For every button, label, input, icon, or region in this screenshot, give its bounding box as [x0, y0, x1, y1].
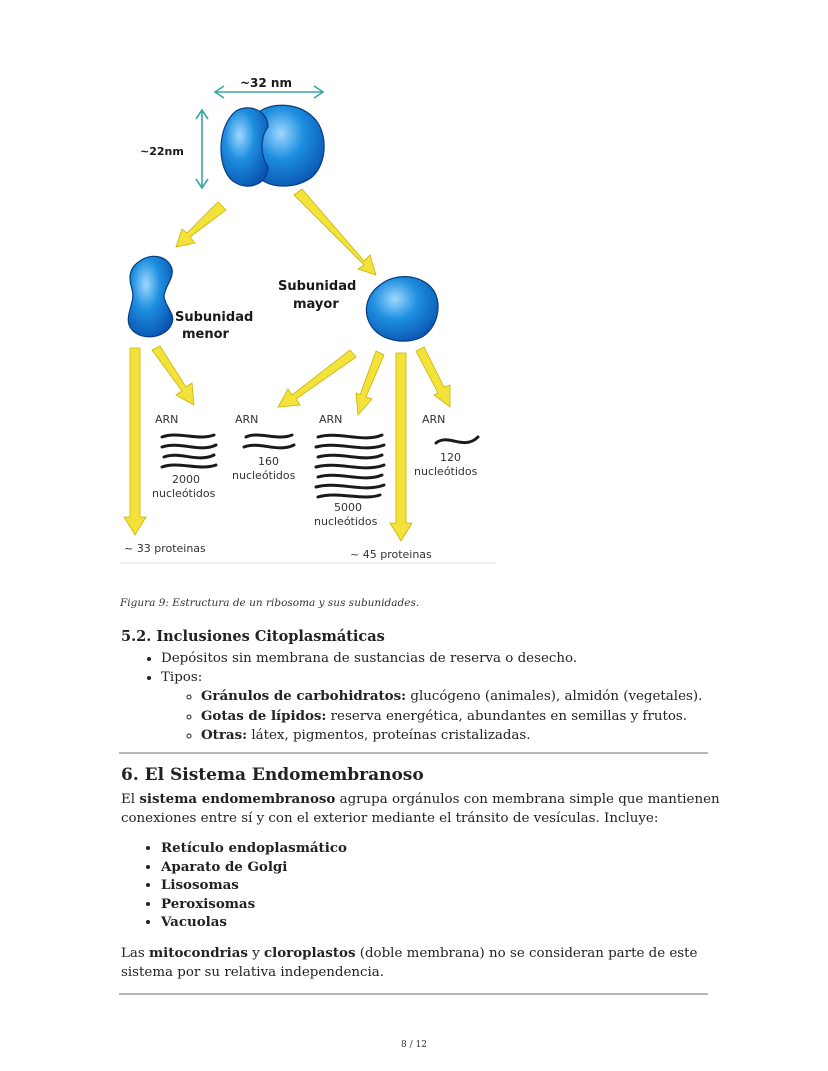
note-bold: cloroplastos [264, 945, 356, 961]
height-label: ~22nm [140, 145, 184, 158]
type-desc: glucógeno (animales), almidón (vegetales… [406, 689, 703, 704]
list-item: Lisosomas [161, 876, 761, 895]
intro-bold: sistema endomembranoso [139, 791, 336, 807]
width-dimension-arrow [213, 85, 325, 99]
type-desc: látex, pigmentos, proteínas cristalizada… [247, 728, 531, 743]
endomembranoso-note: Las mitocondrias y cloroplastos (doble m… [121, 944, 721, 982]
type-term: Gránulos de carbohidratos: [201, 688, 407, 704]
list-item: Retículo endoplasmático [161, 839, 761, 858]
list-item: Gránulos de carbohidratos: glucógeno (an… [201, 687, 721, 707]
rna-label-1: ARN [155, 413, 178, 426]
large-subunit-label-1: Subunidad [278, 279, 356, 294]
page-number: 8 / 12 [401, 1040, 427, 1050]
types-sublist: Gránulos de carbohidratos: glucógeno (an… [161, 687, 721, 746]
rna-label-3: ARN [319, 413, 342, 426]
list-item: Otras: látex, pigmentos, proteínas crist… [201, 726, 721, 746]
proteins-large-label: ~ 45 proteinas [350, 548, 432, 561]
ribosome-figure: ~32 nm ~22nm Subunidad menor Subunidad m… [118, 65, 500, 570]
rna-unit-2: nucleótidos [232, 469, 296, 482]
list-item: Gotas de lípidos: reserva energética, ab… [201, 707, 721, 727]
large-subunit-label-2: mayor [293, 297, 339, 312]
list-item: Peroxisomas [161, 895, 761, 914]
note-text: (doble membrana) no se consideran parte … [121, 946, 698, 980]
type-term: Otras: [201, 727, 248, 743]
inclusiones-bullets: Depósitos sin membrana de sustancias de … [121, 650, 721, 746]
rna-strands [160, 433, 480, 499]
rna-label-2: ARN [235, 413, 258, 426]
list-item: Aparato de Golgi [161, 858, 761, 877]
list-item: Depósitos sin membrana de sustancias de … [161, 650, 721, 669]
list-item: Vacuolas [161, 913, 761, 932]
list-item-text: Tipos: [161, 669, 203, 685]
width-label: ~32 nm [240, 76, 292, 90]
type-desc: reserva energética, abundantes en semill… [326, 708, 688, 724]
height-dimension-arrow [195, 108, 209, 190]
small-subunit [127, 255, 174, 338]
split-arrows [175, 188, 377, 276]
section-heading-endomembranoso: 6. El Sistema Endomembranoso [121, 765, 424, 785]
small-subunit-label-2: menor [182, 327, 230, 342]
rna-size-2: 160 [258, 455, 279, 468]
section-heading-inclusiones: 5.2. Inclusiones Citoplasmáticas [121, 628, 385, 645]
rna-label-4: ARN [422, 413, 445, 426]
type-term: Gotas de lípidos: [201, 707, 327, 724]
list-item: Tipos: Gránulos de carbohidratos: glucóg… [161, 669, 721, 746]
organelle-list: Retículo endoplasmático Aparato de Golgi… [121, 839, 761, 932]
full-ribosome [220, 104, 325, 187]
section-divider [119, 752, 708, 754]
large-subunit [365, 276, 439, 342]
note-text: y [247, 946, 265, 961]
component-arrows [123, 345, 451, 542]
list-item-text: Depósitos sin membrana de sustancias de … [161, 651, 578, 666]
intro-text: El [121, 792, 140, 807]
ribosome-diagram: ~32 nm ~22nm Subunidad menor Subunidad m… [120, 76, 496, 564]
rna-size-4: 120 [440, 451, 461, 464]
proteins-small-label: ~ 33 proteinas [124, 542, 206, 555]
endomembranoso-intro: El sistema endomembranoso agrupa orgánul… [121, 790, 721, 828]
inclusiones-list: Depósitos sin membrana de sustancias de … [121, 650, 721, 746]
rna-unit-3: nucleótidos [314, 515, 378, 528]
rna-size-1: 2000 [172, 473, 200, 486]
figure-caption: Figura 9: Estructura de un ribosoma y su… [120, 597, 420, 609]
rna-size-3: 5000 [334, 501, 362, 514]
note-bold: mitocondrias [149, 945, 248, 961]
small-subunit-label-1: Subunidad [175, 310, 253, 325]
intro-text: agrupa orgánulos con membrana simple que… [121, 792, 720, 826]
rna-unit-1: nucleótidos [152, 487, 216, 500]
rna-unit-4: nucleótidos [414, 465, 478, 478]
section-divider [119, 993, 708, 995]
note-text: Las [121, 946, 150, 961]
